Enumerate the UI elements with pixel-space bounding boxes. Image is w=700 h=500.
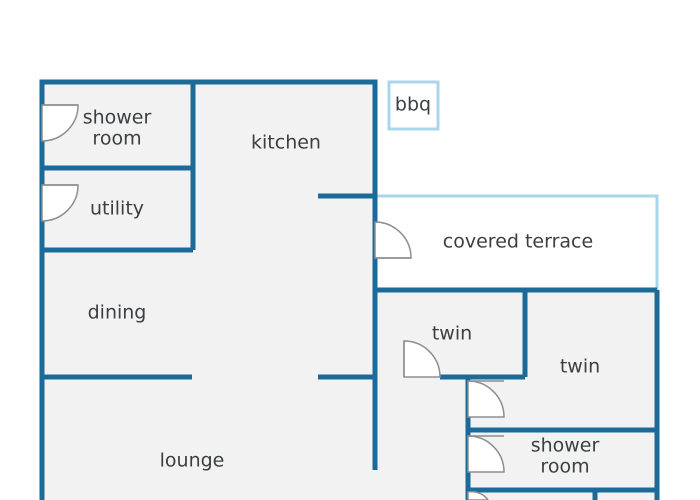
label-twin-left: twin [432,323,472,345]
label-utility: utility [90,198,144,220]
main-floor [42,82,375,500]
label-covered-terrace: covered terrace [443,231,593,253]
door-terrace [374,221,412,259]
door-shower-top [41,104,79,142]
label-lounge: lounge [160,450,225,472]
room-labels: shower room kitchen bbq utility covered … [83,94,600,478]
label-kitchen: kitchen [251,132,321,154]
label-bbq: bbq [395,94,431,116]
label-shower-room-right-line1: shower [531,435,600,457]
door-twin-right [467,380,505,418]
label-shower-room-top-line2: room [92,128,141,150]
door-bottom [467,490,489,500]
doors [41,104,505,500]
label-shower-room-top-line1: shower [83,107,152,129]
bbq-outline [387,80,440,131]
outer-wall-main [39,79,378,500]
bedroom-wing-floor [375,290,657,500]
door-shower-right [467,435,505,473]
light-outlines [375,80,659,290]
door-utility [41,184,79,222]
label-twin-right: twin [560,356,600,378]
bbq-floor [389,82,438,129]
walls [39,79,660,500]
label-dining: dining [88,302,147,324]
floor-fills [42,82,657,500]
terrace-floor [375,196,657,290]
door-twin-left [403,340,441,378]
terrace-outline [375,194,659,290]
label-shower-room-right-line2: room [540,456,589,478]
